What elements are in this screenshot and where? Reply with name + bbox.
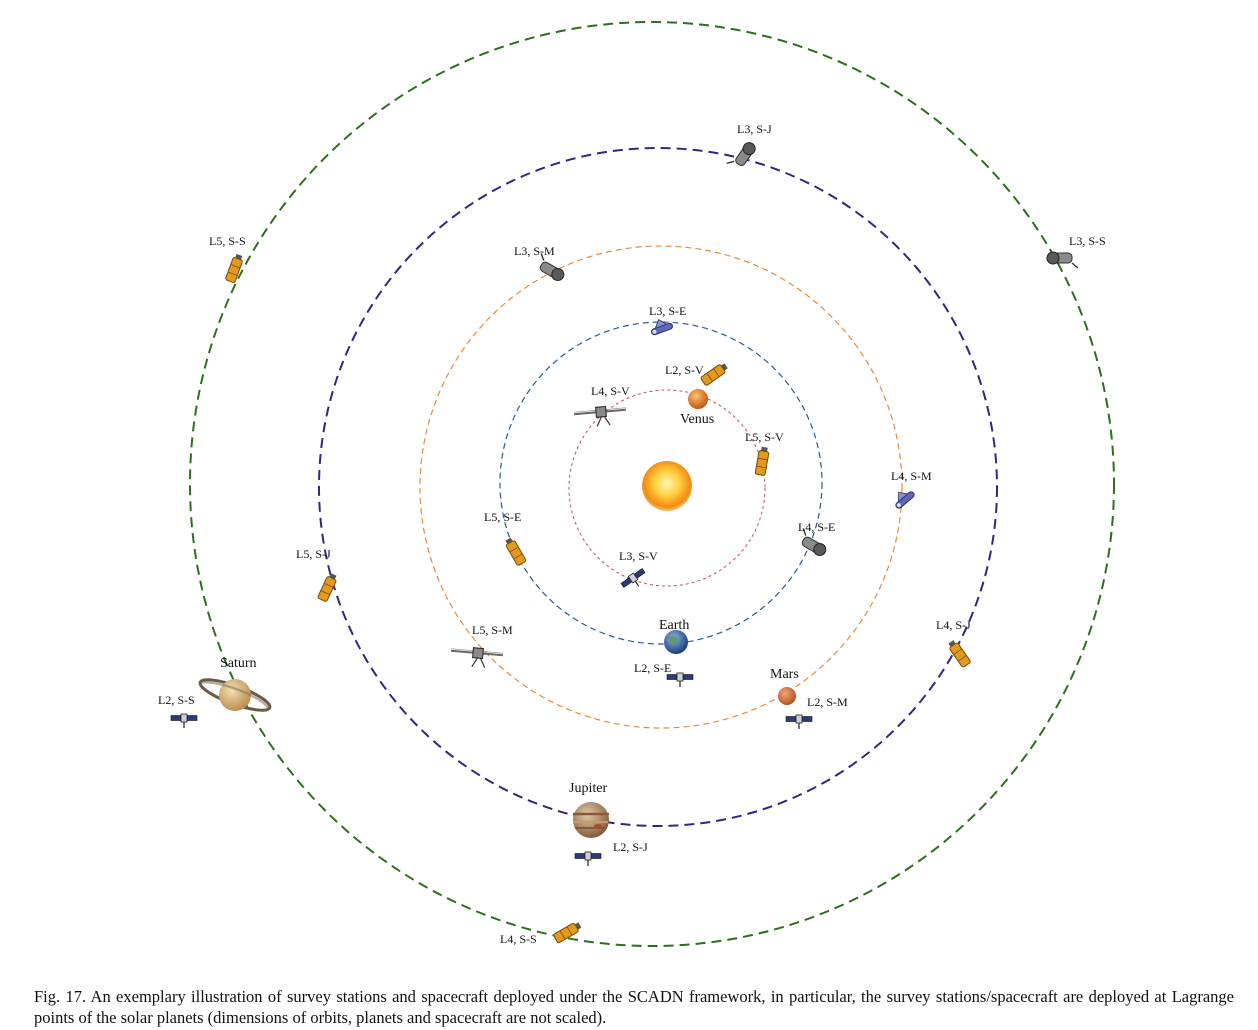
jupiter-orbit xyxy=(318,147,998,827)
spacecraft-l2-se-icon xyxy=(666,672,694,688)
label-l4-sj: L4, S-J xyxy=(936,618,971,632)
mars-icon xyxy=(778,687,796,705)
planet-label-earth: Earth xyxy=(659,618,689,633)
earth-icon xyxy=(664,630,688,654)
spacecraft-l2-ss-icon xyxy=(170,713,198,729)
spacecraft-l4-sv-icon xyxy=(572,403,629,430)
label-l3-se: L3, S-E xyxy=(649,304,686,318)
spacecraft-l3-sv-icon xyxy=(619,566,650,595)
mars-orbit xyxy=(419,245,903,729)
label-l4-sv: L4, S-V xyxy=(591,384,630,398)
label-l3-sj: L3, S-J xyxy=(737,122,772,136)
spacecraft-l4-ss-icon xyxy=(552,920,583,944)
solar-system-diagram: Venus Earth Mars Jupiter Saturn L3, S-J … xyxy=(158,21,1115,947)
spacecraft-l4-sm-icon xyxy=(889,484,916,510)
venus-orbit xyxy=(568,389,766,587)
jupiter-icon xyxy=(573,802,609,838)
label-l5-sm: L5, S-M xyxy=(472,623,513,637)
label-l2-sm: L2, S-M xyxy=(807,695,848,709)
label-l3-sv: L3, S-V xyxy=(619,549,658,563)
planet-label-saturn: Saturn xyxy=(220,656,257,671)
label-l4-se: L4, S-E xyxy=(798,520,835,534)
label-l2-sv: L2, S-V xyxy=(665,363,704,377)
spacecraft-l5-sm-icon xyxy=(448,644,505,671)
planet-label-jupiter: Jupiter xyxy=(569,781,607,796)
spacecraft-l2-sm-icon xyxy=(785,714,813,730)
label-l3-ss: L3, S-S xyxy=(1069,234,1106,248)
venus-icon xyxy=(688,389,708,409)
label-l2-se: L2, S-E xyxy=(634,661,671,675)
earth-orbit xyxy=(499,321,823,645)
label-l3-sm: L3, S-M xyxy=(514,244,555,258)
saturn-orbit xyxy=(189,21,1115,947)
planet-label-venus: Venus xyxy=(680,412,714,427)
label-l4-sm: L4, S-M xyxy=(891,469,932,483)
figure-caption: Fig. 17. An exemplary illustration of su… xyxy=(34,987,1234,1027)
label-l5-sv: L5, S-V xyxy=(745,430,784,444)
label-l2-ss: L2, S-S xyxy=(158,693,195,707)
saturn-icon xyxy=(198,678,272,712)
spacecraft-l3-se-icon xyxy=(647,315,674,337)
label-l5-sj: L5, S-J xyxy=(296,547,331,561)
sun-icon xyxy=(642,461,692,511)
label-l5-ss: L5, S-S xyxy=(209,234,246,248)
spacecraft-l5-se-icon xyxy=(503,536,527,567)
spacecraft-l2-sj-icon xyxy=(574,851,602,867)
spacecraft-l5-ss-icon xyxy=(224,252,245,284)
spacecraft-l3-ss-icon xyxy=(1046,251,1079,269)
label-l2-sj: L2, S-J xyxy=(613,840,648,854)
label-l5-se: L5, S-E xyxy=(484,510,521,524)
label-l4-ss: L4, S-S xyxy=(500,932,537,946)
spacecraft-l2-sv-icon xyxy=(699,361,730,387)
planet-label-mars: Mars xyxy=(770,667,799,682)
